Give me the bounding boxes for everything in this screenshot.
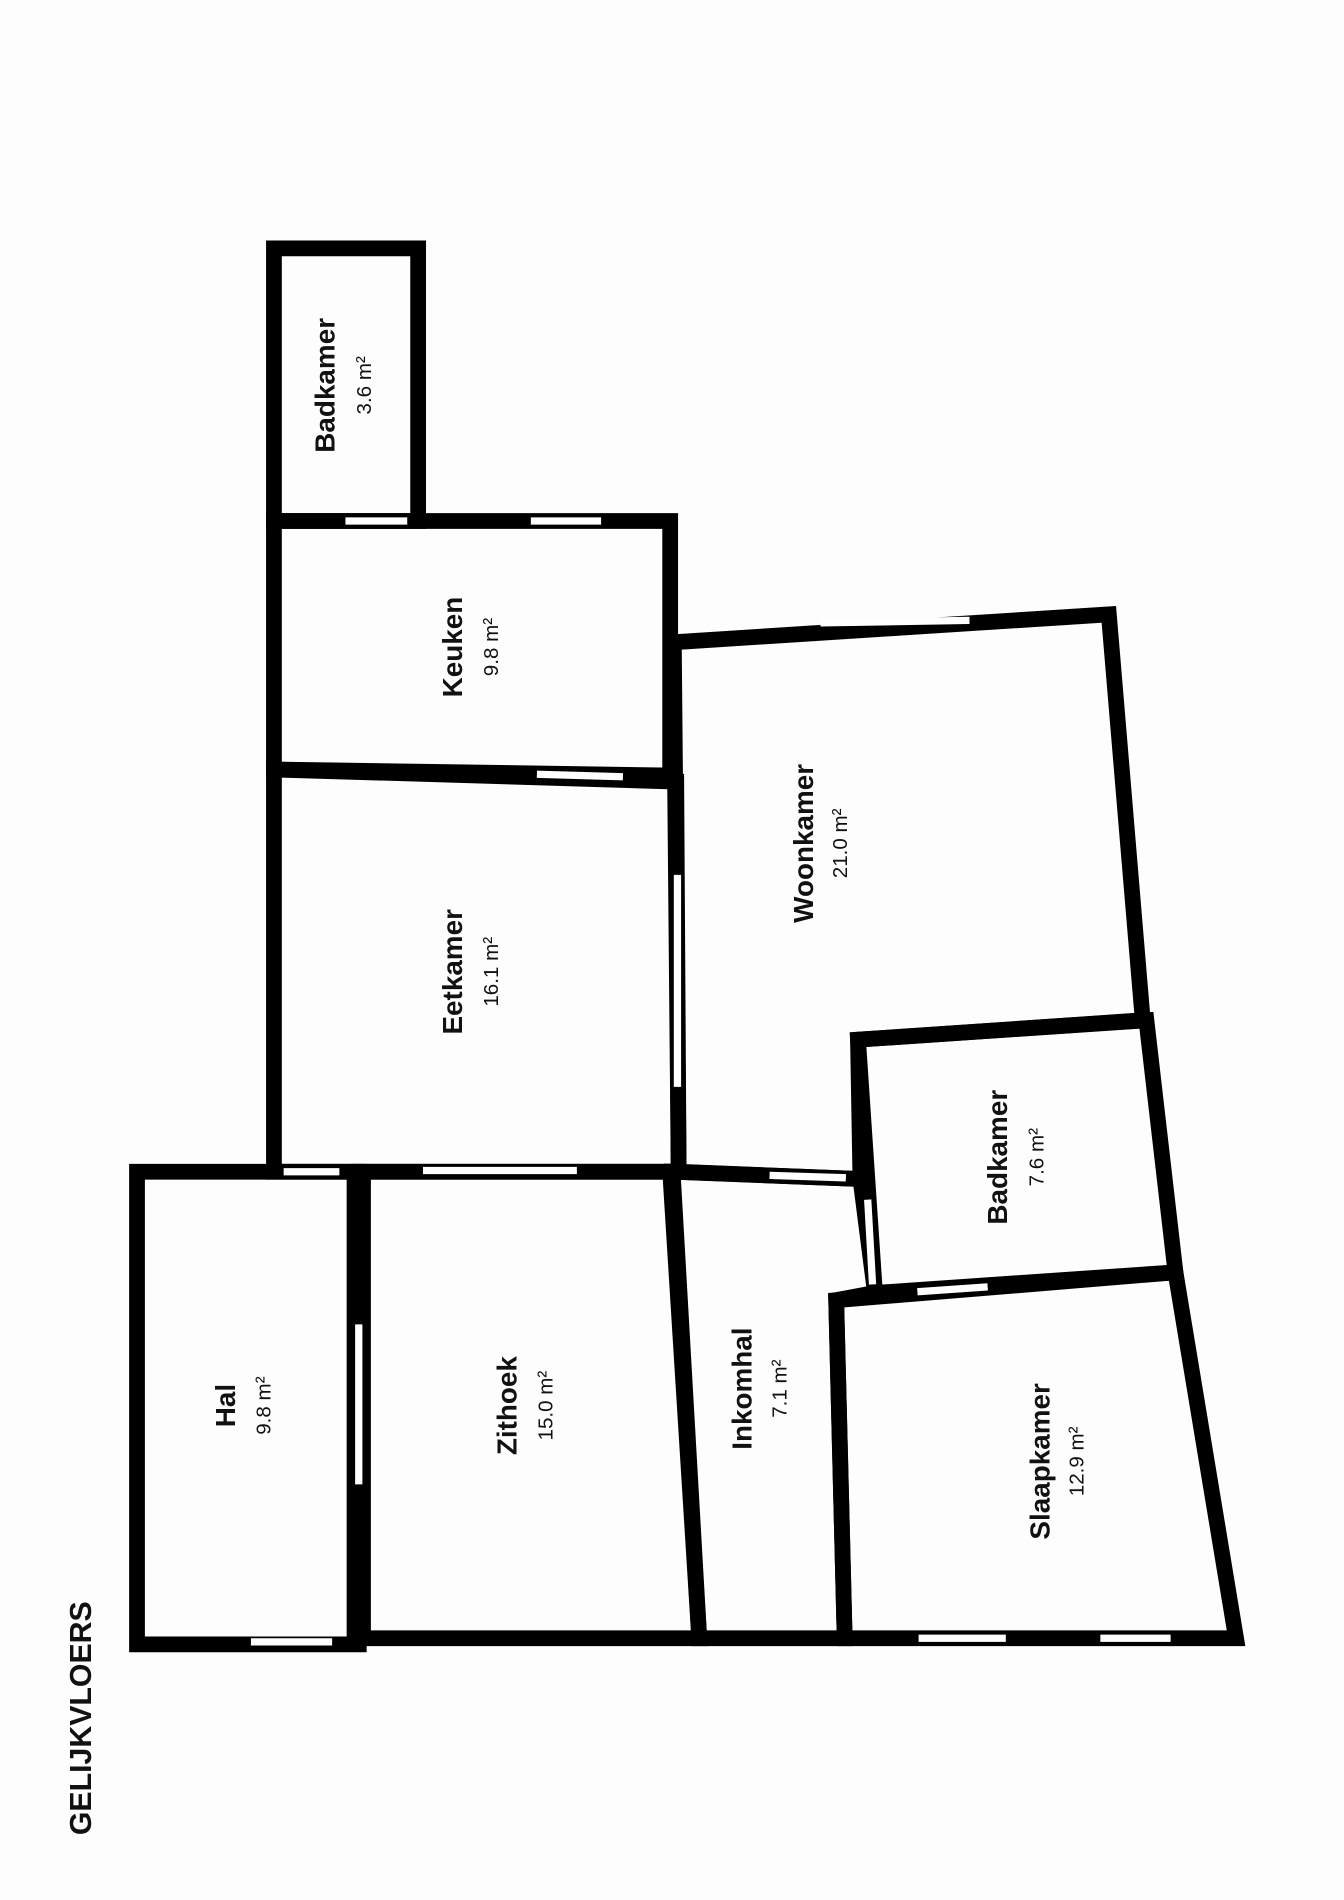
room-area: 15.0 m² <box>535 1371 558 1441</box>
room-area: 12.9 m² <box>1065 1426 1088 1496</box>
door-opening <box>536 770 624 781</box>
room-area: 7.6 m² <box>1025 1128 1048 1186</box>
openings <box>250 517 1171 1646</box>
room-inkomhal: Inkomhal 7.1 m² <box>726 1327 791 1449</box>
window-opening <box>820 616 970 627</box>
room-name: Woonkamer <box>788 764 819 923</box>
door-opening <box>917 1283 988 1296</box>
room-name: Inkomhal <box>726 1327 757 1449</box>
room-badkamer: Badkamer 7.6 m² <box>982 1090 1048 1225</box>
room-eetkamer: Eetkamer 16.1 m² <box>437 909 503 1035</box>
room-zithoek: Zithoek 15.0 m² <box>491 1356 557 1456</box>
floor-title: GELIJKVLOERS <box>65 1601 98 1835</box>
room-area: 16.1 m² <box>480 937 503 1007</box>
room-name: Eetkamer <box>437 909 468 1035</box>
room-slaapkamer: Slaapkamer 12.9 m² <box>1024 1383 1088 1540</box>
wall-slaapkamer <box>828 1263 1246 1647</box>
room-labels: Badkamer 3.6 m² Keuken 9.8 m² Eetkamer 1… <box>210 318 1088 1540</box>
room-area: 21.0 m² <box>829 808 852 878</box>
door-opening <box>864 1199 877 1285</box>
room-area: 3.6 m² <box>353 356 376 414</box>
room-keuken: Keuken 9.8 m² <box>437 597 503 698</box>
room-name: Badkamer <box>310 318 341 453</box>
room-area: 9.8 m² <box>252 1376 275 1434</box>
room-name: Keuken <box>437 597 468 698</box>
room-name: Zithoek <box>491 1356 522 1456</box>
room-hal: Hal 9.8 m² <box>210 1376 275 1434</box>
room-name: Slaapkamer <box>1024 1383 1055 1540</box>
room-woonkamer: Woonkamer 21.0 m² <box>788 764 852 923</box>
room-name: Hal <box>210 1384 241 1427</box>
room-name: Badkamer <box>982 1090 1013 1225</box>
room-area: 7.1 m² <box>769 1359 792 1417</box>
door-opening <box>769 1171 846 1182</box>
room-area: 9.8 m² <box>480 618 503 676</box>
room-badkamer-small: Badkamer 3.6 m² <box>310 318 376 453</box>
